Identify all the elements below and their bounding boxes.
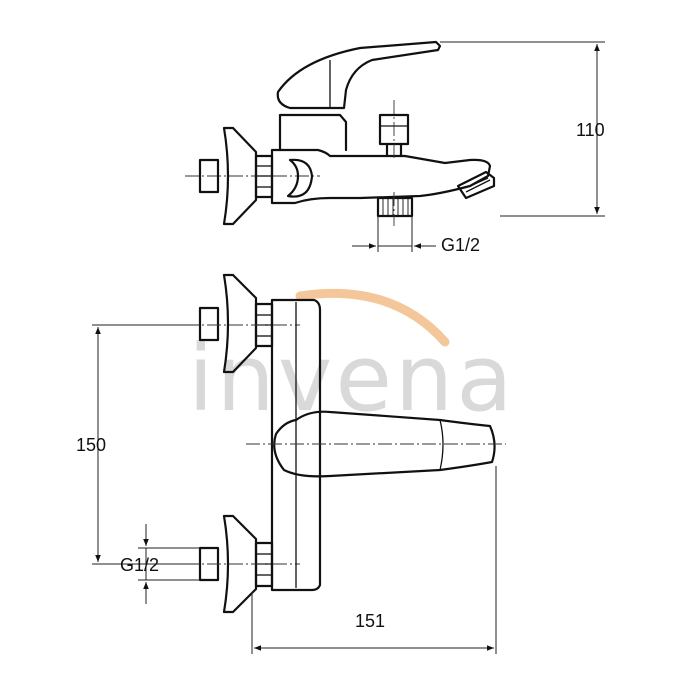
side-body-cutout — [286, 158, 314, 198]
side-spout-tip — [456, 170, 496, 200]
watermark: invena — [188, 288, 516, 432]
watermark-arc — [295, 288, 450, 347]
front-body — [270, 298, 322, 592]
front-lower-inlet-stub — [198, 546, 220, 582]
dim-151-label: 151 — [355, 611, 385, 631]
side-lever-handle — [276, 40, 442, 110]
side-diverter-knob — [378, 113, 410, 146]
side-view — [185, 40, 496, 226]
side-dimensions: 110 G1/2 — [352, 41, 605, 255]
side-inlet-stub — [198, 158, 220, 194]
dim-thread-side-label: G1/2 — [441, 235, 480, 255]
side-body — [270, 148, 492, 205]
front-view — [185, 273, 506, 614]
dim-150-label: 150 — [76, 435, 106, 455]
front-upper-inlet-stub — [198, 306, 220, 342]
side-cartridge — [278, 113, 348, 152]
dim-thread-front-label: G1/2 — [120, 555, 159, 575]
dim-110-label: 110 — [576, 120, 605, 140]
watermark-text: invena — [188, 325, 516, 432]
front-dimensions: 150 G1/2 151 — [76, 324, 497, 654]
